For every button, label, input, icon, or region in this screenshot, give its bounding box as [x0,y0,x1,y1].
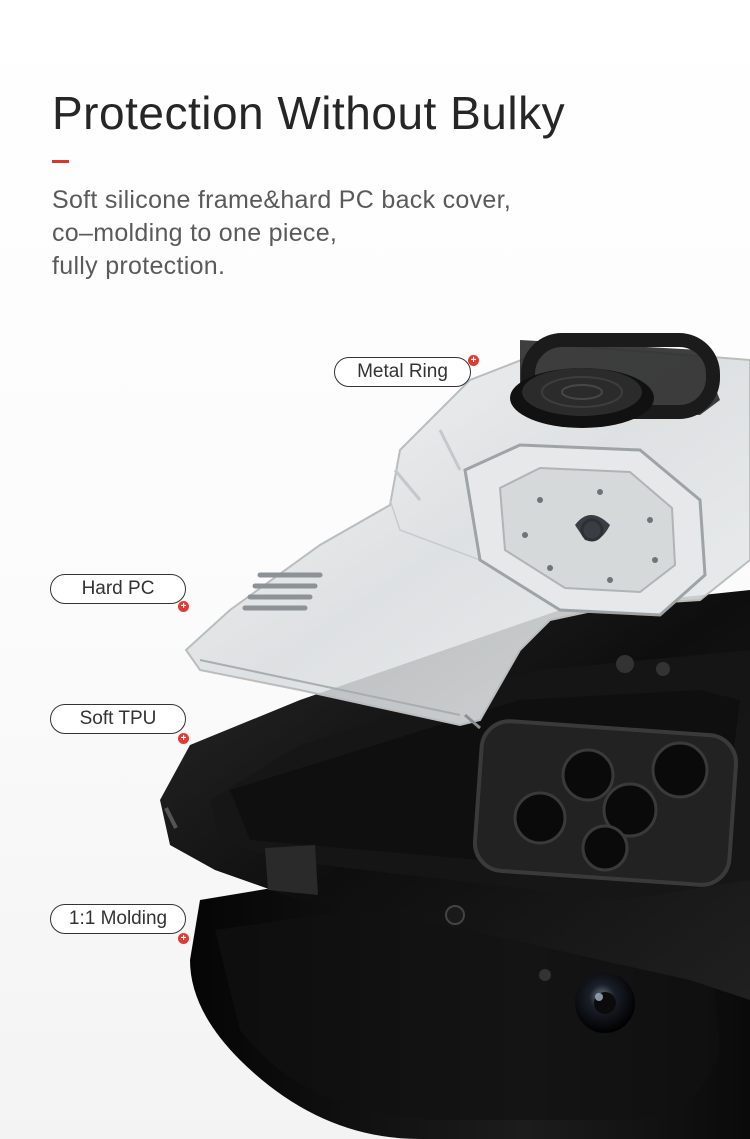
callout-metal-ring: Metal Ring [334,357,471,387]
callout-metal-ring-label: Metal Ring [357,361,448,382]
description: Soft silicone frame&hard PC back cover, … [52,184,511,283]
plus-marker-icon: + [178,601,189,612]
plus-marker-icon: + [468,355,479,366]
plus-marker-icon: + [178,733,189,744]
callout-soft-tpu: Soft TPU [50,704,186,734]
callout-hard-pc: Hard PC [50,574,186,604]
hard-pc-back [184,343,750,730]
tpu-frame [160,590,750,1000]
title-accent-bar [52,160,69,163]
description-line-1: Soft silicone frame&hard PC back cover, [52,186,512,214]
description-line-3: fully protection. [52,252,226,280]
page-title: Protection Without Bulky [52,87,566,139]
description-line-2: co–molding to one piece, [52,219,338,247]
metal-ring [510,333,720,428]
callout-soft-tpu-label: Soft TPU [79,708,157,729]
callout-molding-label: 1:1 Molding [68,908,168,929]
callout-molding: 1:1 Molding [50,904,186,934]
plus-marker-icon: + [178,933,189,944]
callout-hard-pc-label: Hard PC [81,578,155,599]
